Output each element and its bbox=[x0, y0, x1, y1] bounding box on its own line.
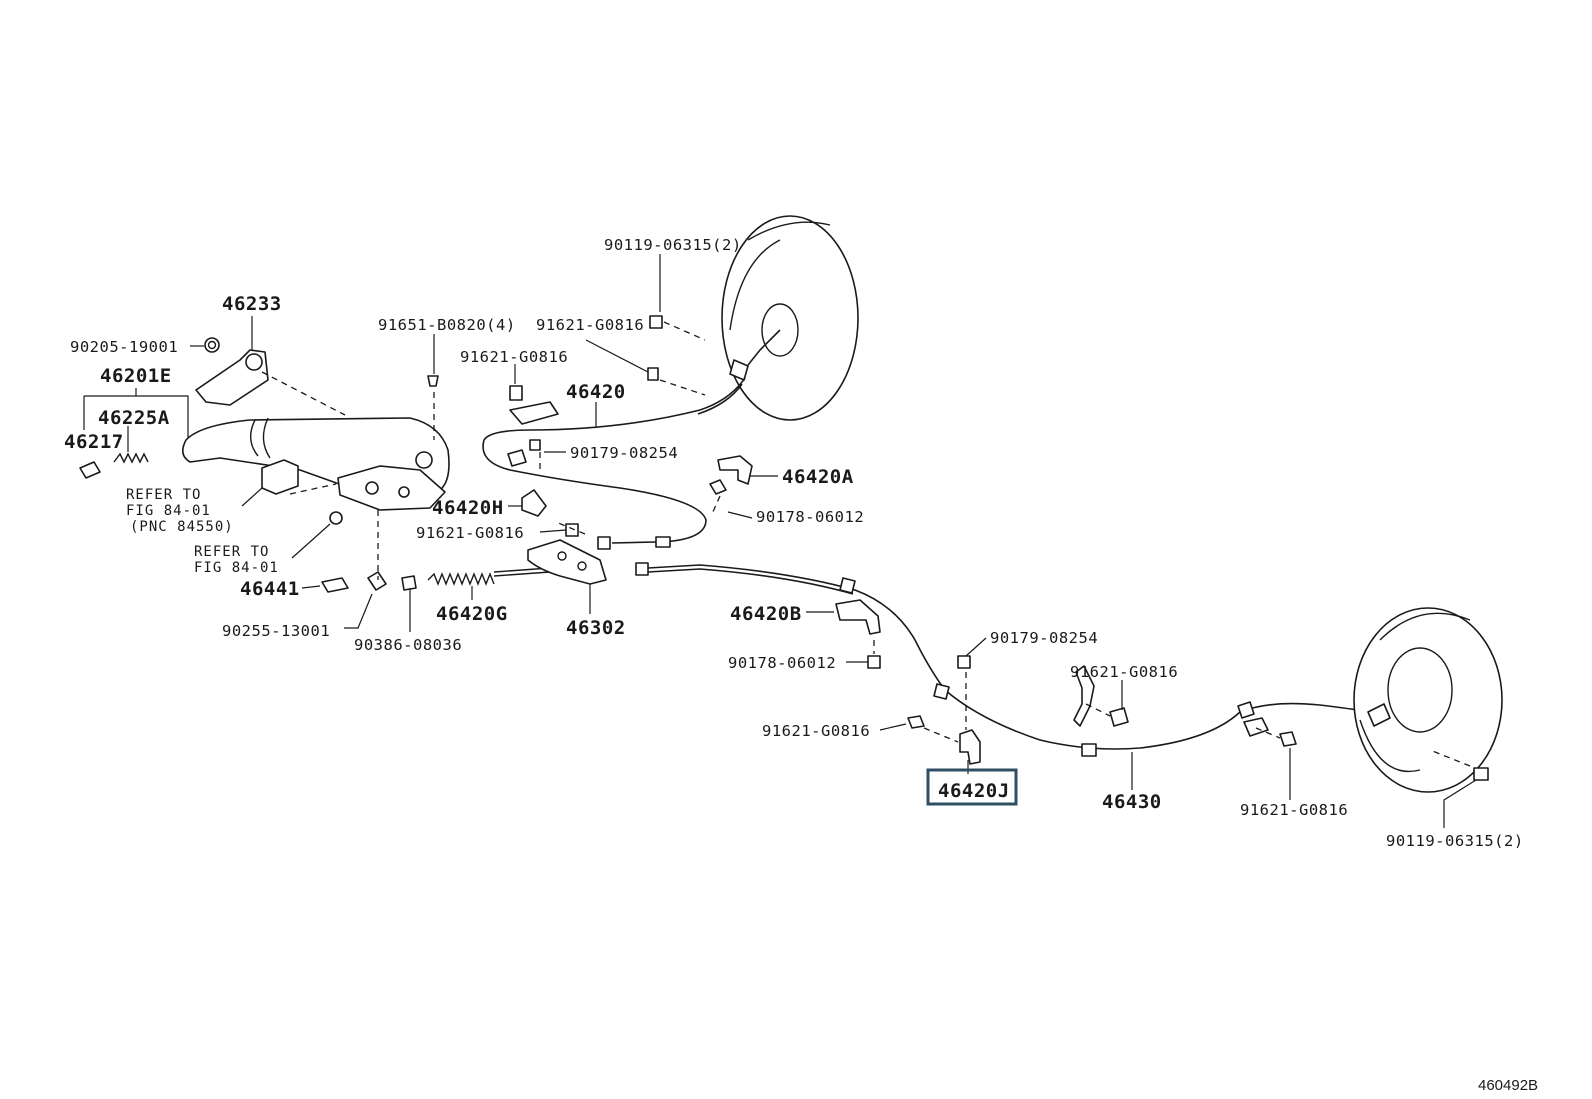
label-46420h[interactable]: 46420H bbox=[432, 497, 504, 519]
parking-brake-cable-rear bbox=[635, 562, 1463, 757]
label-46420j[interactable]: 46420J bbox=[938, 780, 1010, 802]
label-46441[interactable]: 46441 bbox=[240, 578, 300, 600]
lever-small-parts bbox=[79, 337, 607, 593]
brake-backing-plate-rear bbox=[1353, 607, 1503, 793]
label-91621-g0816-left[interactable]: 91621-G0816 bbox=[416, 524, 524, 542]
label-46201e[interactable]: 46201E bbox=[100, 365, 172, 387]
label-90119-06315-bottom[interactable]: 90119-06315(2) bbox=[1386, 832, 1524, 850]
note-refer-1-line2[interactable]: FIG 84-01 bbox=[126, 503, 211, 519]
part-labels: 90119-06315(2) 91621-G0816 91651-B0820(4… bbox=[64, 236, 1524, 850]
label-46225a[interactable]: 46225A bbox=[98, 407, 170, 429]
assembly-dashed-lines bbox=[261, 321, 1471, 767]
label-90386-08036[interactable]: 90386-08036 bbox=[354, 636, 462, 654]
label-90119-06315-top[interactable]: 90119-06315(2) bbox=[604, 236, 742, 254]
label-46430[interactable]: 46430 bbox=[1102, 791, 1162, 813]
label-90178-06012-top[interactable]: 90178-06012 bbox=[756, 508, 864, 526]
label-91621-g0816-bottom-left[interactable]: 91621-G0816 bbox=[762, 722, 870, 740]
note-refer-2-line2[interactable]: FIG 84-01 bbox=[194, 560, 279, 576]
note-refer-2-line1: REFER TO bbox=[194, 544, 269, 560]
label-91651-b0820[interactable]: 91651-B0820(4) bbox=[378, 316, 516, 334]
label-46302[interactable]: 46302 bbox=[566, 617, 626, 639]
label-91621-g0816-bottom-right-top[interactable]: 91621-G0816 bbox=[1070, 663, 1178, 681]
figure-id: 460492B bbox=[1478, 1077, 1538, 1094]
note-refer-1-line3[interactable]: (PNC 84550) bbox=[130, 519, 234, 535]
label-46420g[interactable]: 46420G bbox=[436, 603, 508, 625]
note-refer-1-line1: REFER TO bbox=[126, 487, 201, 503]
label-91621-g0816-mid[interactable]: 91621-G0816 bbox=[460, 348, 568, 366]
parking-brake-lever-assembly bbox=[182, 349, 450, 511]
label-46420[interactable]: 46420 bbox=[566, 381, 626, 403]
label-46420a[interactable]: 46420A bbox=[782, 466, 854, 488]
label-46217[interactable]: 46217 bbox=[64, 431, 124, 453]
brake-backing-plate-front bbox=[721, 215, 859, 421]
label-90178-06012-bottom[interactable]: 90178-06012 bbox=[728, 654, 836, 672]
parking-brake-cable-front bbox=[482, 377, 746, 550]
label-91621-g0816-bottom-right-bottom[interactable]: 91621-G0816 bbox=[1240, 801, 1348, 819]
label-90179-08254-top[interactable]: 90179-08254 bbox=[570, 444, 678, 462]
label-46420b[interactable]: 46420B bbox=[730, 603, 802, 625]
highlight-box-46420j bbox=[926, 768, 1018, 806]
label-90179-08254-bottom[interactable]: 90179-08254 bbox=[990, 629, 1098, 647]
label-91621-g0816-top-right[interactable]: 91621-G0816 bbox=[536, 316, 644, 334]
label-90255-13001[interactable]: 90255-13001 bbox=[222, 622, 330, 640]
label-46233[interactable]: 46233 bbox=[222, 293, 282, 315]
label-90205-19001[interactable]: 90205-19001 bbox=[70, 338, 178, 356]
leader-lines bbox=[83, 254, 1477, 828]
brackets-and-fasteners bbox=[427, 315, 1489, 781]
